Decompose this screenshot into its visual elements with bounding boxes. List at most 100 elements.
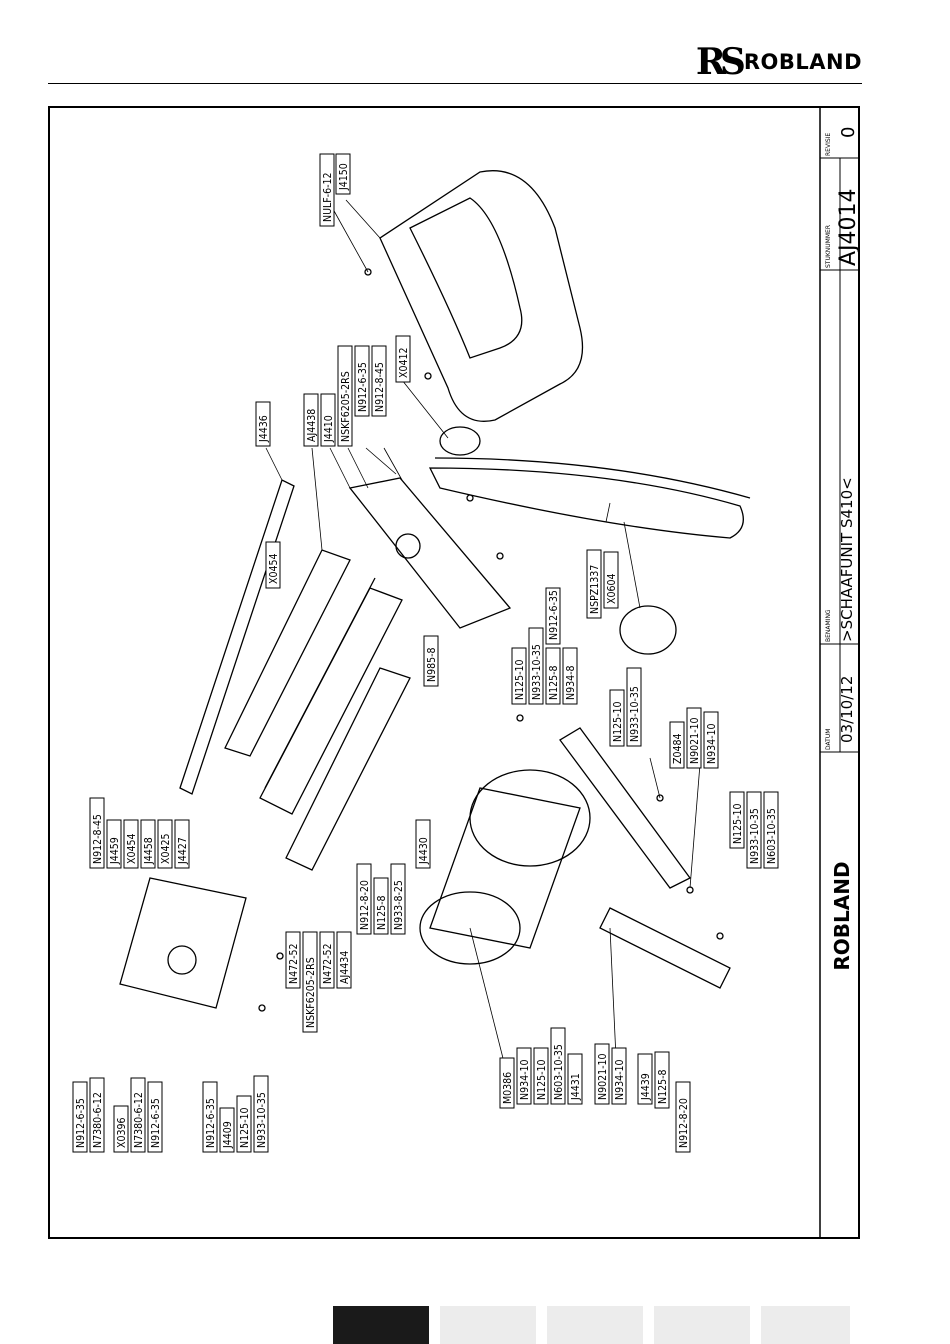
svg-text:J4409: J4409 [222, 1121, 234, 1149]
svg-text:X0425: X0425 [160, 833, 172, 864]
header-logo: RS ROBLAND [696, 44, 862, 80]
part-label: NULF-6-12 [319, 153, 335, 227]
title-block-logo: ROBLAND [830, 861, 854, 970]
svg-text:N985-8: N985-8 [426, 647, 438, 682]
svg-text:NSKF6205-2RS: NSKF6205-2RS [305, 957, 317, 1028]
part-label: J4150 [335, 153, 351, 195]
svg-text:AJ4438: AJ4438 [306, 409, 318, 442]
footer-tab-2[interactable] [440, 1306, 536, 1344]
part-label: N933-10-35 [626, 667, 642, 747]
part-label: N934-8 [562, 647, 578, 705]
svg-text:N912-6-35: N912-6-35 [75, 1098, 87, 1148]
part-label: N125-10 [609, 689, 625, 747]
drawing-frame [48, 106, 860, 1239]
part-label: N125-8 [373, 877, 389, 935]
part-label: N912-6-35 [147, 1081, 163, 1153]
planer-cutterhead [259, 577, 403, 815]
part-label: NSKF6205-2RS [337, 345, 353, 447]
svg-text:M0386: M0386 [502, 1072, 514, 1104]
part-label: N912-6-35 [354, 345, 370, 417]
stuknummer-value: AJ4014 [836, 188, 858, 266]
part-label: N125-10 [533, 1047, 549, 1105]
bearing-housing [119, 877, 247, 1009]
svg-text:J4150: J4150 [338, 163, 350, 191]
part-label: X0454 [123, 819, 139, 869]
revisie-value: 0 [838, 127, 858, 138]
part-label: N472-52 [285, 931, 301, 989]
svg-text:N472-52: N472-52 [322, 943, 334, 984]
part-label: N934-10 [611, 1047, 627, 1105]
svg-text:N9021-10: N9021-10 [597, 1053, 609, 1100]
leader-lines [265, 199, 701, 1079]
svg-text:N125-10: N125-10 [612, 701, 624, 742]
svg-text:N912-6-35: N912-6-35 [205, 1098, 217, 1148]
footer-tab-5[interactable] [761, 1306, 850, 1344]
part-label: X0396 [113, 1105, 129, 1153]
svg-text:N125-10: N125-10 [536, 1059, 548, 1100]
fasteners [258, 268, 724, 1012]
outfeed-roller [179, 479, 295, 795]
svg-text:N125-10: N125-10 [239, 1107, 251, 1148]
part-label: N125-10 [236, 1095, 252, 1153]
part-label: N934-10 [516, 1047, 532, 1105]
electric-motor [419, 769, 591, 965]
exploded-parts-diagram: ROBLAND DATUM 03/10/12 BENAMING >SCHAAFU… [72, 108, 858, 1237]
svg-text:X0604: X0604 [606, 573, 618, 604]
part-label: N933-10-35 [746, 791, 762, 869]
svg-text:Z0484: Z0484 [672, 733, 684, 764]
part-label: N912-8-20 [675, 1081, 691, 1153]
part-label: X0425 [157, 819, 173, 869]
svg-text:N125-8: N125-8 [548, 665, 560, 700]
part-label: N985-8 [423, 635, 439, 687]
datum-label: DATUM [825, 729, 832, 750]
part-label: N933-8-25 [390, 863, 406, 935]
lower-table [285, 667, 411, 871]
svg-text:N912-6-35: N912-6-35 [150, 1098, 162, 1148]
large-pulley [619, 605, 677, 655]
part-label: J4430 [415, 819, 431, 869]
svg-text:N125-8: N125-8 [657, 1069, 669, 1104]
benaming-label: BENAMING [825, 609, 832, 642]
svg-text:NULF-6-12: NULF-6-12 [322, 172, 334, 222]
part-label: N933-10-35 [528, 627, 544, 705]
part-label: N7380-6-12 [130, 1077, 146, 1153]
part-label: NSPZ1337 [586, 549, 602, 619]
part-label: NSKF6205-2RS [302, 931, 318, 1033]
svg-text:N912-8-45: N912-8-45 [374, 362, 386, 412]
svg-text:N472-52: N472-52 [288, 943, 300, 984]
part-label: J4459 [106, 819, 122, 869]
stuknummer-label: STUKNUMMER [825, 225, 832, 268]
svg-text:N934-10: N934-10 [614, 1059, 626, 1100]
svg-text:J4458: J4458 [143, 837, 155, 865]
part-label: X0604 [603, 551, 619, 609]
svg-text:N912-8-20: N912-8-20 [678, 1098, 690, 1148]
motor-bracket [559, 727, 731, 989]
part-label: N125-8 [654, 1051, 670, 1109]
benaming-value: >SCHAAFUNIT S410< [838, 477, 856, 642]
svg-text:N934-8: N934-8 [565, 665, 577, 700]
part-label: J4410 [320, 393, 336, 447]
footer-tab-3[interactable] [547, 1306, 643, 1344]
svg-text:N933-10-35: N933-10-35 [749, 808, 761, 864]
part-label: Z0484 [669, 721, 685, 769]
svg-text:J4436: J4436 [258, 415, 270, 443]
part-label: N912-6-35 [72, 1081, 88, 1153]
part-labels: NULF-6-12 J4150 J4436 AJ4438 J4410 NSKF6… [72, 153, 779, 1153]
part-label: N7380-6-12 [89, 1077, 105, 1153]
footer-tab-4[interactable] [654, 1306, 750, 1344]
svg-text:N7380-6-12: N7380-6-12 [133, 1092, 145, 1148]
svg-text:N934-10: N934-10 [706, 723, 718, 764]
svg-text:N125-10: N125-10 [732, 803, 744, 844]
part-label: M0386 [499, 1057, 515, 1109]
svg-text:N912-8-45: N912-8-45 [92, 814, 104, 864]
part-label: N912-8-20 [356, 863, 372, 935]
svg-text:N125-10: N125-10 [514, 659, 526, 700]
datum-value: 03/10/12 [838, 676, 856, 743]
footer-tab-1[interactable] [333, 1306, 429, 1344]
part-label: N912-6-35 [545, 587, 561, 645]
revisie-label: REVISIE [825, 133, 832, 156]
part-label: N125-10 [511, 647, 527, 705]
svg-text:J4459: J4459 [109, 837, 121, 865]
svg-text:N603-10-35: N603-10-35 [553, 1044, 565, 1100]
svg-text:N603-10-35: N603-10-35 [766, 808, 778, 864]
